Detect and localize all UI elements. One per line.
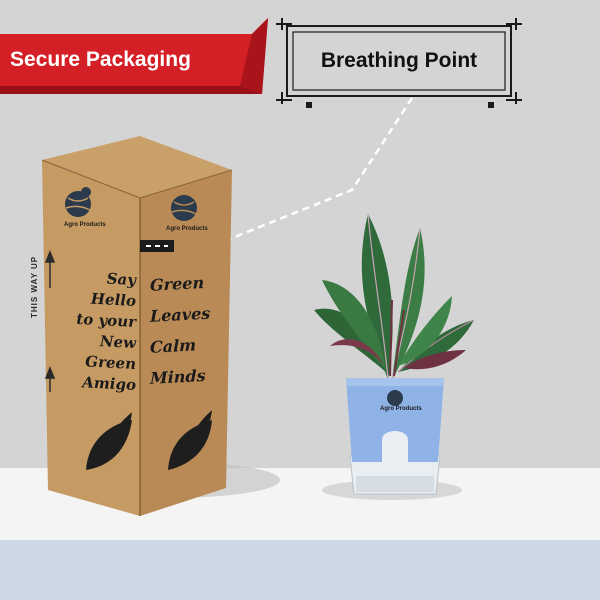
box-left-line: Amigo <box>82 373 136 395</box>
floor-band <box>0 540 600 600</box>
breathing-point-label: Breathing Point <box>320 49 478 72</box>
leaf-print-right <box>168 410 212 470</box>
box-left-message: Say Hello to your New Green Amigo <box>58 266 136 396</box>
brand-logo-right <box>171 195 197 221</box>
plant-foliage <box>314 213 475 381</box>
box-brand-caption-right: Agro Products <box>166 226 208 232</box>
leaf-print-left <box>86 412 132 470</box>
box-right-line: Minds <box>150 365 206 388</box>
breathing-point-frame <box>276 18 522 104</box>
brand-logo-left <box>65 187 91 217</box>
box-right-message: Green Leaves Calm Minds <box>150 266 220 394</box>
cardboard-box <box>41 136 233 516</box>
this-way-up-label: THIS WAY UP <box>30 255 39 318</box>
box-left-line: Say Hello <box>90 269 136 311</box>
orientation-arrows <box>44 249 56 392</box>
box-right-line: Calm <box>150 335 197 357</box>
box-right-line: Green <box>150 272 205 295</box>
box-right-line: Leaves <box>150 303 211 326</box>
box-brand-caption-left: Agro Products <box>64 222 106 228</box>
frame-corner-dot <box>306 102 312 108</box>
self-watering-pot <box>346 378 444 495</box>
frame-corner-dot <box>488 102 494 108</box>
secure-packaging-label: Secure Packaging <box>10 48 191 71</box>
pot-brand-caption: Agro Products <box>380 406 422 412</box>
secure-packaging-ribbon <box>0 18 268 94</box>
pot-logo <box>387 390 403 406</box>
